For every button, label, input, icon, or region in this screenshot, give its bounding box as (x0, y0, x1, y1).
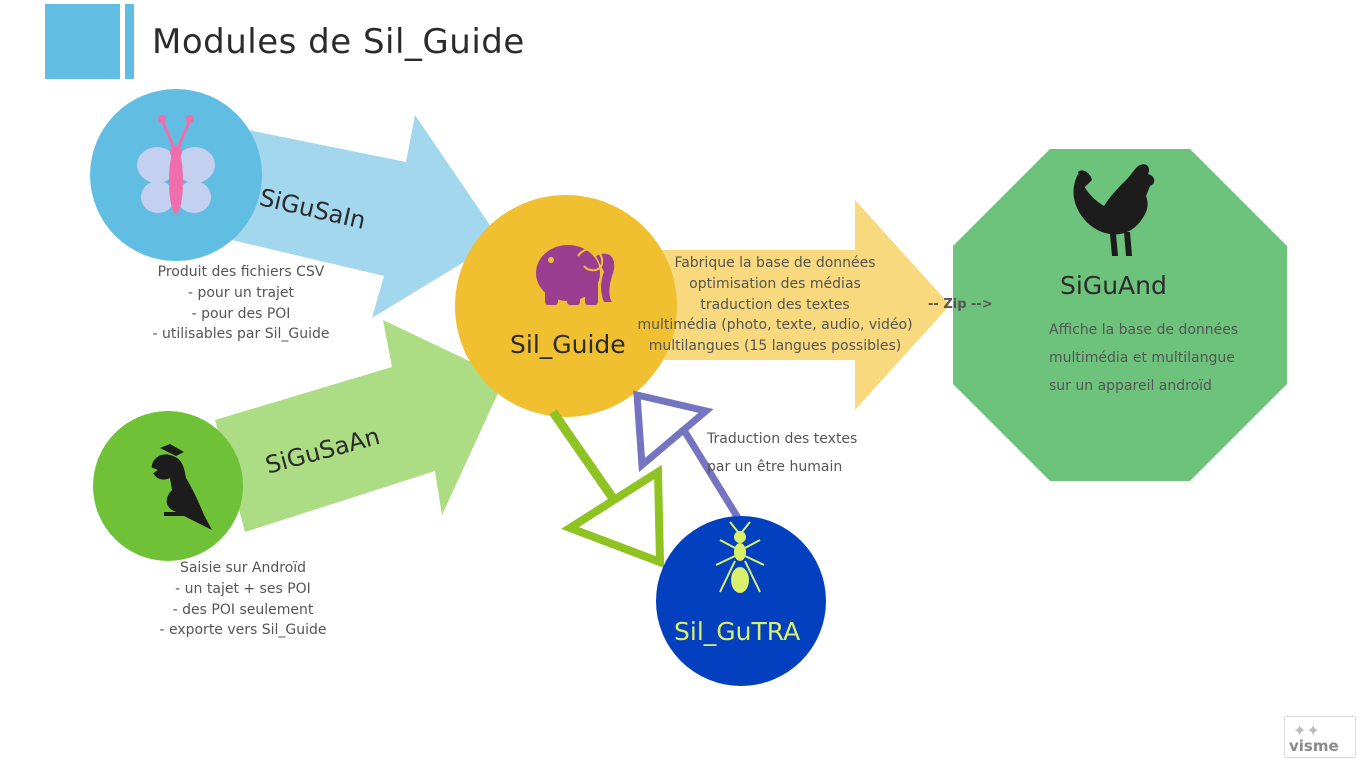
siguSaAn-line: Saisie sur Androïd (179, 560, 307, 576)
siguSaIn-line: Produit des fichiers CSV (157, 264, 325, 280)
siguSaAn-circle (93, 411, 243, 561)
silGuide-description: Fabrique la base de données optimisation… (624, 253, 926, 357)
elephant-icon (536, 245, 615, 305)
siguAnd-description: Affiche la base de données multimédia et… (1049, 316, 1238, 400)
siguSaIn-description: Produit des fichiers CSV - pour un traje… (140, 262, 342, 345)
silGuide-label: Sil_Guide (510, 330, 626, 359)
silGuide-line: traduction des textes (700, 296, 850, 313)
siguAnd-line: multimédia et multilangue (1049, 350, 1235, 366)
siguAnd-label: SiGuAnd (1060, 271, 1167, 300)
siguAnd-octagon (953, 149, 1287, 481)
visme-watermark: ✦✦ visme (1284, 716, 1356, 758)
silGuide-line: optimisation des médias (689, 275, 861, 292)
ant-icon (715, 521, 765, 593)
siguSaIn-line: - pour des POI (191, 305, 291, 322)
arrow-silGuide-to-siguAnd (640, 200, 950, 410)
siguSaAn-line: - des POI seulement (172, 601, 314, 618)
siguSaAn-line: - un tajet + ses POI (175, 580, 311, 597)
silGuTRA-circle (656, 516, 826, 686)
silGuTRA-description: Traduction des textes par un être humain (707, 425, 857, 481)
silGuide-line: multimédia (photo, texte, audio, vidéo) (637, 317, 913, 334)
silGuide-line: multilangues (15 langues possibles) (648, 338, 902, 355)
silGuTRA-to-silGuide-line (679, 425, 741, 520)
silGuTRA-line: Traduction des textes (707, 431, 858, 447)
title-accent-block (45, 4, 120, 79)
arrow-siguSaAn-to-silGuide (215, 320, 505, 532)
siguAnd-line: Affiche la base de données (1049, 322, 1239, 338)
zip-label: -- Zip --> (928, 297, 993, 312)
rooster-icon (1073, 164, 1155, 256)
elephant-ear-icon (577, 248, 604, 272)
silGuTRA-to-silGuide-arrowhead (633, 390, 714, 473)
silGuide-circle (455, 195, 677, 417)
silGuTRA-line: par un être humain (707, 459, 843, 475)
siguSaIn-line: - pour un trajet (187, 284, 295, 301)
visme-logo-icon: ✦✦ (1293, 721, 1320, 740)
title-accent-bar (125, 4, 134, 79)
siguSaAn-description: Saisie sur Androïd - un tajet + ses POI … (142, 558, 344, 641)
siguSaIn-line: - utilisables par Sil_Guide (152, 326, 330, 343)
siguAnd-line: sur un appareil androïd (1049, 378, 1212, 394)
cockatoo-icon (148, 444, 212, 530)
butterfly-icon (137, 115, 215, 214)
silGuide-line: Fabrique la base de données (674, 255, 876, 271)
silGuTRA-label: Sil_GuTRA (674, 617, 801, 646)
silGuide-to-silGuTRA-arrowhead (561, 464, 665, 568)
silGuide-to-silGuTRA-line (549, 409, 616, 500)
visme-watermark-text: visme (1289, 737, 1339, 755)
page-title: Modules de Sil_Guide (152, 22, 525, 62)
arrow-siguSaIn-to-silGuide (232, 115, 500, 318)
siguSaAn-line: - exporte vers Sil_Guide (159, 622, 327, 639)
